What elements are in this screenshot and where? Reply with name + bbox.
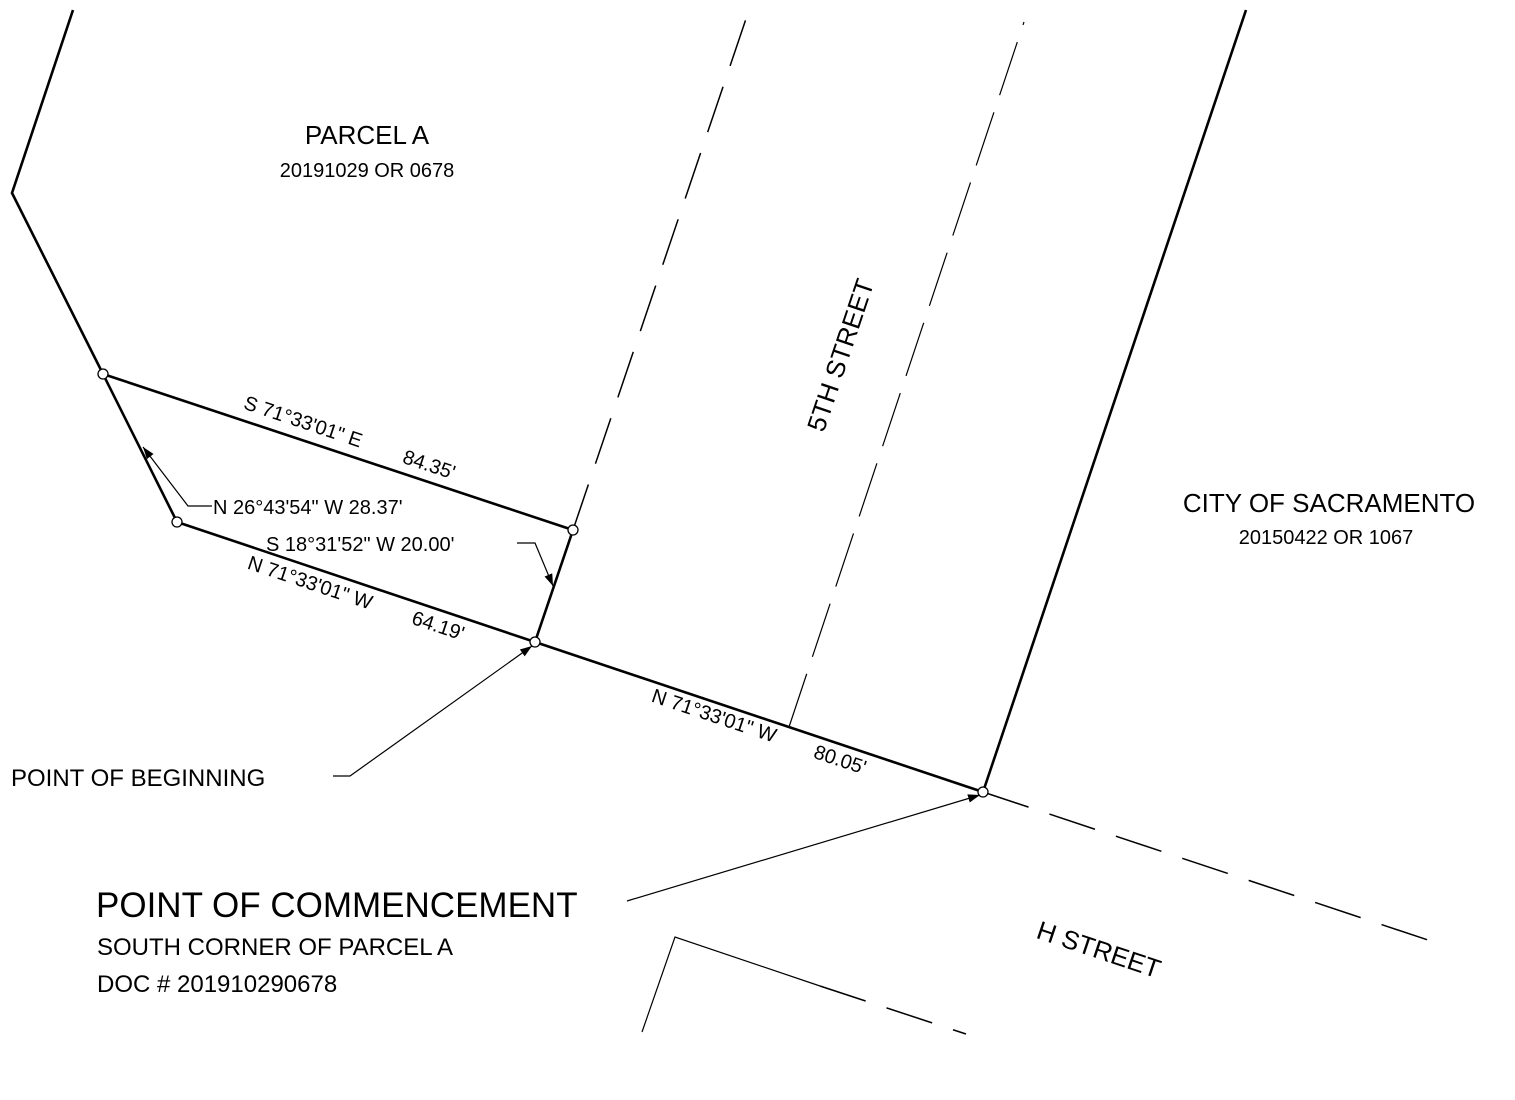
poc-line1: SOUTH CORNER OF PARCEL A — [97, 934, 453, 961]
pob-label: POINT OF BEGINNING — [11, 765, 265, 792]
poc-line2: DOC # 201910290678 — [97, 971, 337, 998]
parcel-a-name: PARCEL A — [305, 120, 430, 150]
boundary-north-line — [102, 372, 574, 532]
corner-node — [977, 786, 989, 798]
tie-line — [534, 640, 984, 794]
fifth-street-label: 5TH STREET — [801, 275, 880, 435]
leader-call-c3 — [517, 542, 554, 587]
fifth-street-west-row — [572, 9, 750, 531]
call-c1-distance: 84.35' — [400, 446, 458, 484]
corner-node — [529, 636, 541, 648]
fifth-street-centerline — [788, 21, 1025, 728]
call-c2: N 26°43'54" W 28.37' — [213, 497, 403, 519]
fifth-street-east-row — [981, 9, 1248, 793]
city-doc: 20150422 OR 1067 — [1239, 527, 1414, 549]
poc-title: POINT OF COMMENCEMENT — [96, 886, 578, 925]
lower-lot-dashed-line — [819, 985, 967, 1035]
city-name: CITY OF SACRAMENTO — [1183, 488, 1475, 518]
lower-lot-line — [641, 936, 821, 1033]
parcel-a-doc: 20191029 OR 0678 — [280, 160, 455, 182]
corner-node — [567, 524, 579, 536]
parcel-a-west-boundary — [10, 9, 105, 375]
call-c4-distance: 64.19' — [409, 607, 467, 645]
boundary-west-line — [101, 373, 179, 523]
corner-node — [171, 516, 183, 528]
call-c1-bearing: S 71°33'01" E — [241, 392, 365, 452]
corner-node — [97, 368, 109, 380]
call-c4-bearing: N 71°33'01" W — [245, 552, 375, 614]
call-c5-distance: 80.05' — [811, 741, 869, 779]
leader-pob — [333, 645, 533, 777]
call-c3: S 18°31'52" W 20.00' — [266, 534, 454, 556]
boundary-east-line — [533, 529, 575, 643]
leader-call-c2 — [142, 446, 212, 507]
h-street-north-edge — [982, 791, 1441, 945]
boundary-south-line — [176, 520, 536, 644]
leader-poc — [626, 794, 981, 902]
h-street-label: H STREET — [1033, 915, 1165, 984]
